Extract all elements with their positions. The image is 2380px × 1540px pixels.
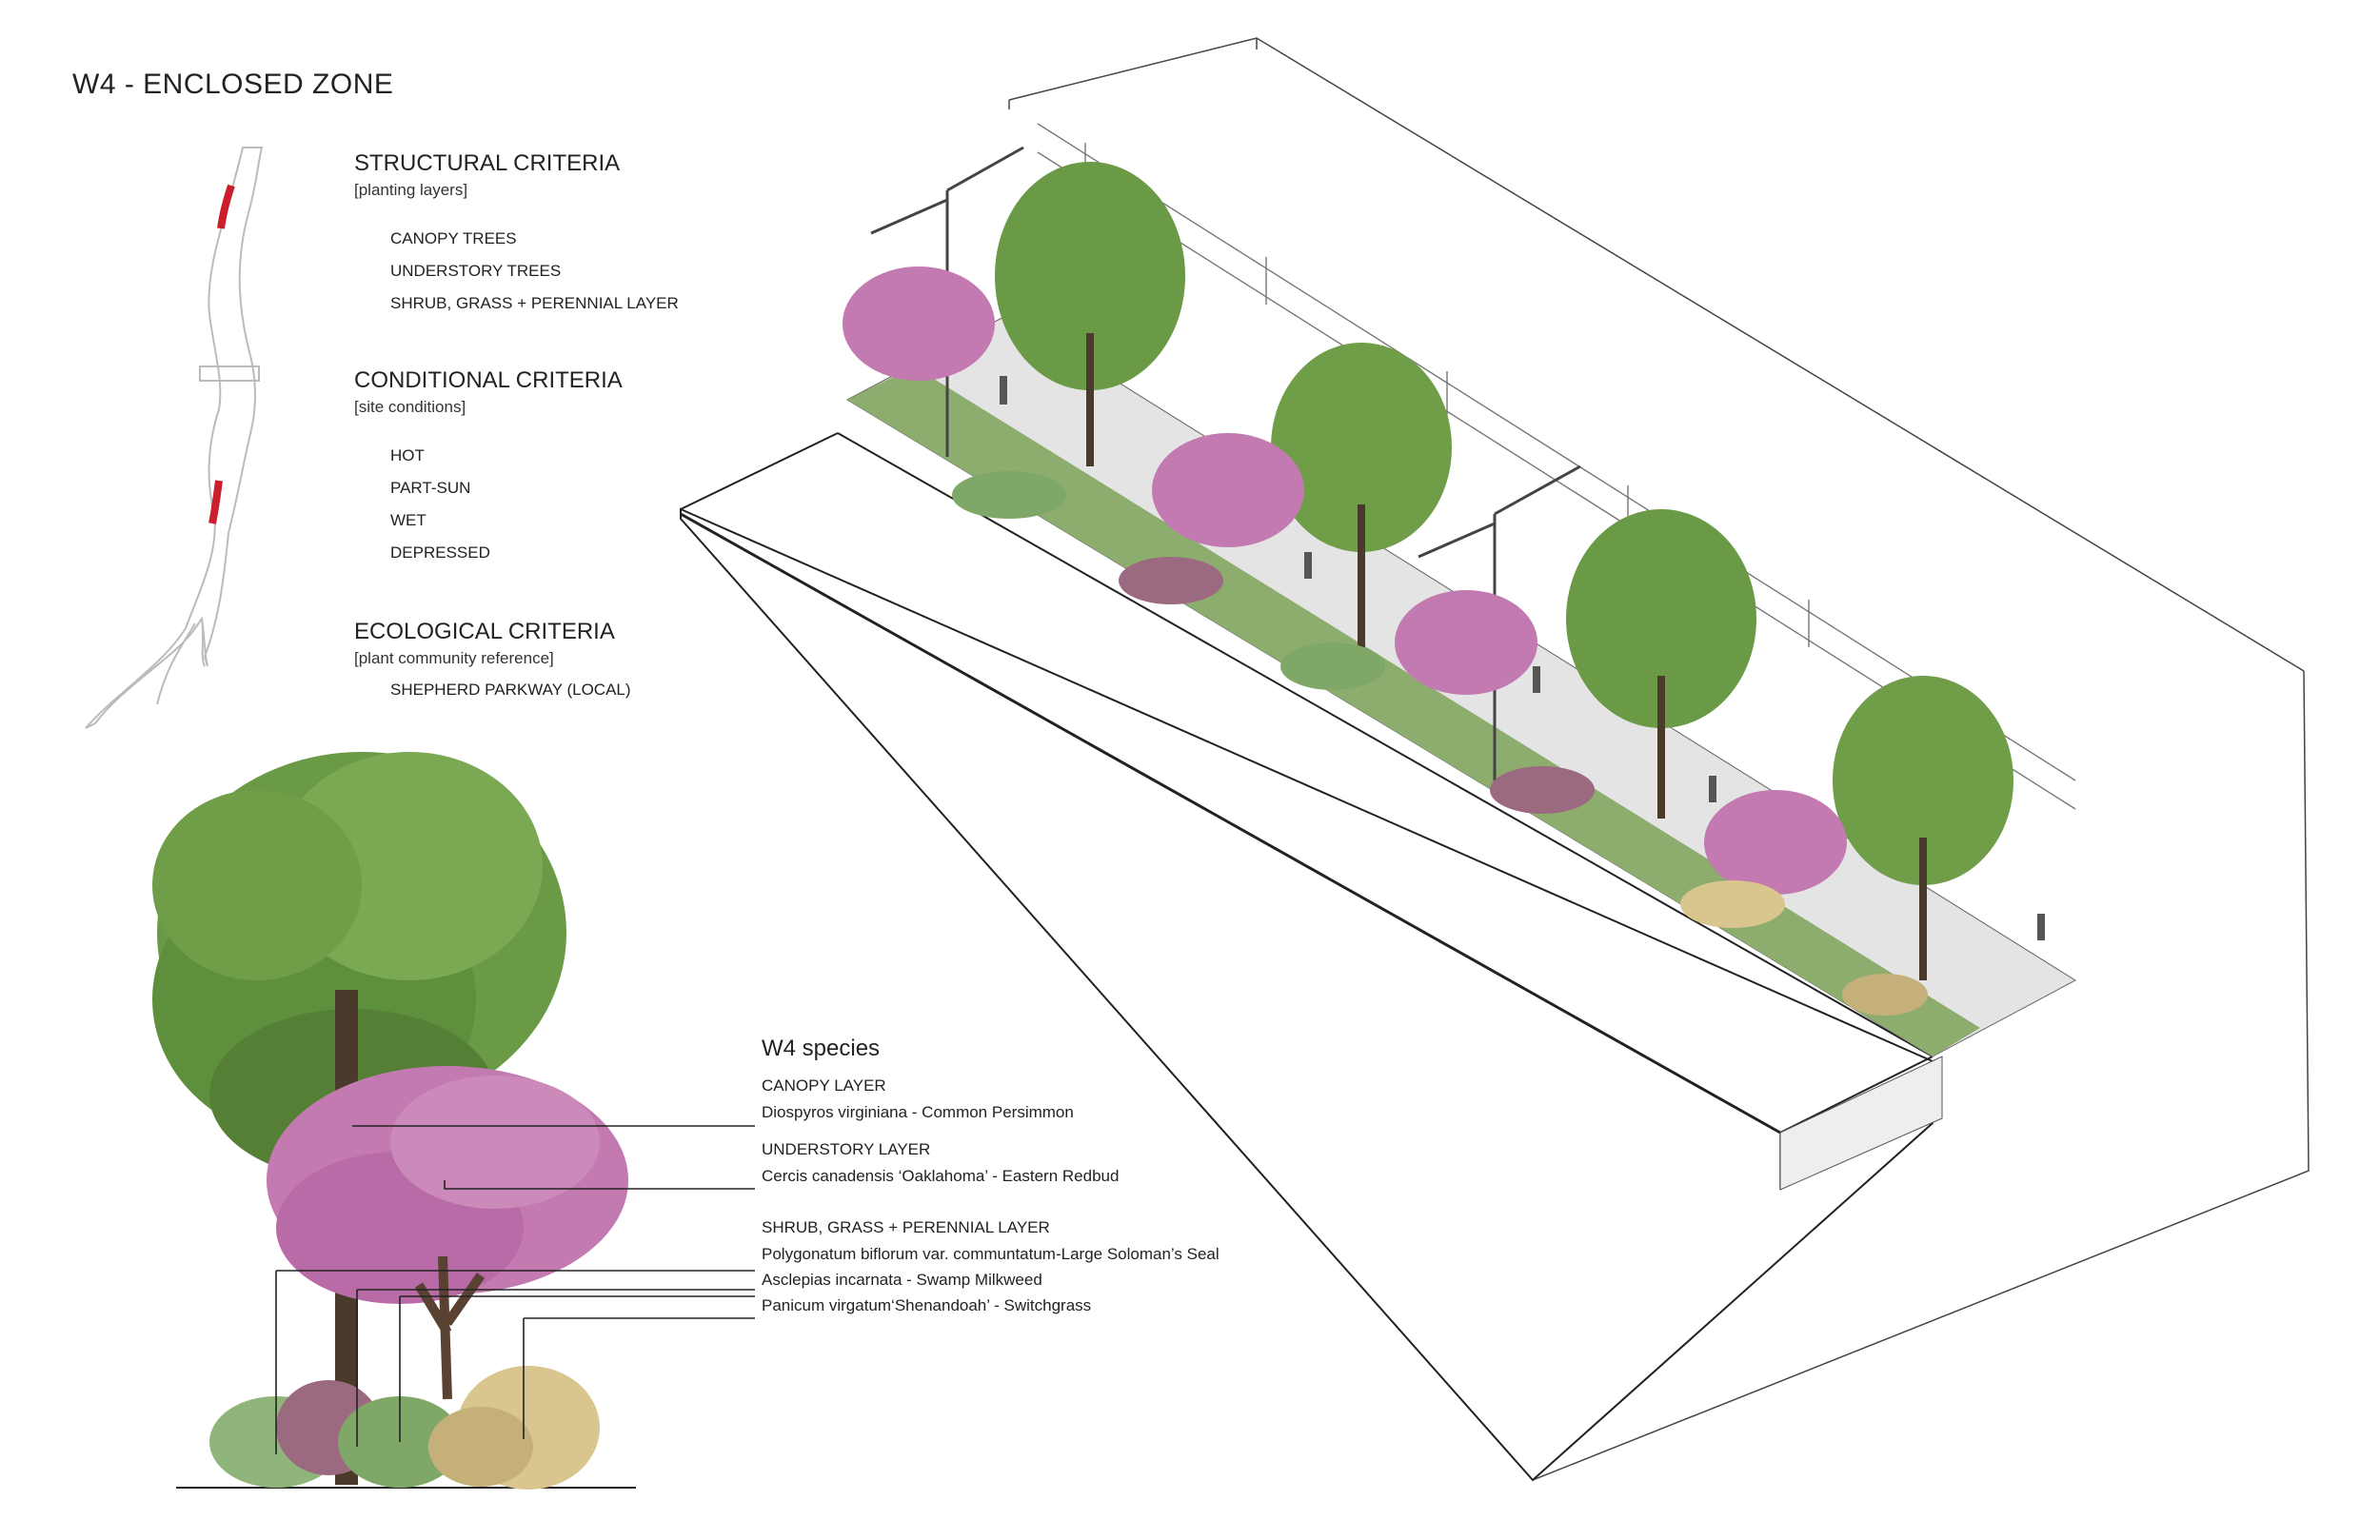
planting-strip — [847, 366, 1980, 1056]
ecological-heading: ECOLOGICAL CRITERIA — [354, 619, 615, 644]
species-item: Cercis canadensis ‘Oaklahoma’ - Eastern … — [762, 1167, 1120, 1185]
criteria-item: SHRUB, GRASS + PERENNIAL LAYER — [390, 294, 679, 312]
corridor-shrubs — [952, 471, 1928, 1016]
criteria-item: SHEPHERD PARKWAY (LOCAL) — [390, 681, 631, 699]
species-item: Panicum virgatum‘Shenandoah’ - Switchgra… — [762, 1296, 1092, 1314]
criteria-item: DEPRESSED — [390, 543, 490, 562]
species-item: Polygonatum biflorum var. communtatum-La… — [762, 1245, 1220, 1263]
side-wall — [680, 432, 1943, 1482]
pedestrians — [1000, 376, 2045, 940]
shrub-layer-heading: SHRUB, GRASS + PERENNIAL LAYER — [762, 1218, 1050, 1236]
conditional-sub: [site conditions] — [354, 398, 466, 416]
highlight-segment-2 — [208, 480, 223, 524]
species-title: W4 species — [762, 1036, 881, 1061]
criteria-item: WET — [390, 511, 426, 529]
criteria-item: PART-SUN — [390, 479, 471, 497]
criteria-item: CANOPY TREES — [390, 229, 517, 247]
leader-lines — [275, 1125, 755, 1454]
canopy-layer-heading: CANOPY LAYER — [762, 1076, 886, 1095]
species-item: Asclepias incarnata - Swamp Milkweed — [762, 1271, 1042, 1289]
canopy-tree — [152, 752, 566, 1485]
conditional-heading: CONDITIONAL CRITERIA — [354, 367, 623, 393]
route-outline — [85, 147, 264, 729]
criteria-item: HOT — [390, 446, 425, 464]
criteria-item: UNDERSTORY TREES — [390, 262, 562, 280]
corridor-canopy-trees — [995, 162, 2013, 980]
ecological-sub: [plant community reference] — [354, 649, 554, 667]
understory-layer-heading: UNDERSTORY LAYER — [762, 1140, 931, 1158]
structural-heading: STRUCTURAL CRITERIA — [354, 150, 621, 176]
highlight-segment-1 — [217, 184, 235, 229]
conditional-criteria: CONDITIONAL CRITERIA [site conditions] — [354, 367, 623, 417]
structural-sub: [planting layers] — [354, 181, 468, 199]
structural-criteria: STRUCTURAL CRITERIA [planting layers] — [354, 150, 620, 200]
corridor-redbud-trees — [843, 267, 1847, 895]
species-item: Diospyros virginiana - Common Persimmon — [762, 1103, 1074, 1121]
ecological-criteria: ECOLOGICAL CRITERIA [plant community ref… — [354, 619, 615, 668]
page-title: W4 - ENCLOSED ZONE — [72, 69, 394, 100]
redbud-tree — [267, 1066, 628, 1400]
